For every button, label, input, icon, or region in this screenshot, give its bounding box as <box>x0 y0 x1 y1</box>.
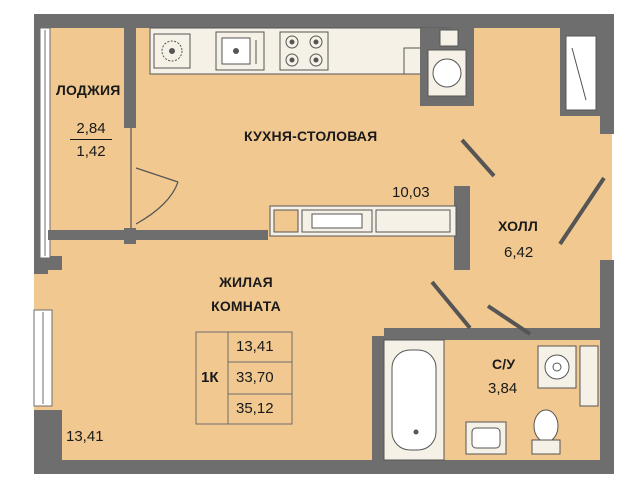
bathtub-icon <box>383 339 445 461</box>
living-area: 13,41 <box>66 428 104 445</box>
loggia-door <box>130 128 179 228</box>
kitchen-counter <box>149 27 451 75</box>
wardrobe-icon <box>560 28 600 116</box>
loggia-fraction-line <box>70 139 112 140</box>
living-label-line2: КОМНАТА <box>211 298 281 314</box>
hall-label: ХОЛЛ <box>498 218 538 234</box>
living-window <box>33 309 53 407</box>
hall-area: 6,42 <box>504 244 534 261</box>
area-summary: 1К 13,41 33,70 35,12 <box>196 332 292 424</box>
boiler-icon <box>537 345 599 407</box>
apartment-type: 1К <box>201 369 219 386</box>
summary-living-area: 13,41 <box>236 338 274 355</box>
dining-table <box>269 205 457 237</box>
outside-cut <box>0 0 34 488</box>
sink-bathroom-icon <box>465 421 507 455</box>
kitchen-label: КУХНЯ-СТОЛОВАЯ <box>244 128 378 144</box>
loggia-area-b: 1,42 <box>76 143 106 160</box>
cooktop-icon <box>279 31 329 71</box>
kitchen-area: 10,03 <box>392 184 430 201</box>
loggia-label: ЛОДЖИЯ <box>56 82 121 98</box>
loggia-area-a: 2,84 <box>76 120 106 137</box>
washing-machine-icon <box>420 28 474 106</box>
toilet-icon <box>531 409 561 455</box>
area-table <box>195 331 293 425</box>
sink-icon <box>215 31 265 71</box>
summary-total-area: 33,70 <box>236 369 274 386</box>
inner-walls <box>48 28 600 464</box>
summary-total-with-loggia: 35,12 <box>236 400 274 417</box>
loggia-glazing <box>39 27 51 259</box>
hall-openings <box>430 138 606 336</box>
stove-icon <box>153 33 191 69</box>
bathroom-area: 3,84 <box>488 380 518 397</box>
living-label-line1: ЖИЛАЯ <box>219 274 273 290</box>
bathroom-label: С/У <box>492 356 516 372</box>
